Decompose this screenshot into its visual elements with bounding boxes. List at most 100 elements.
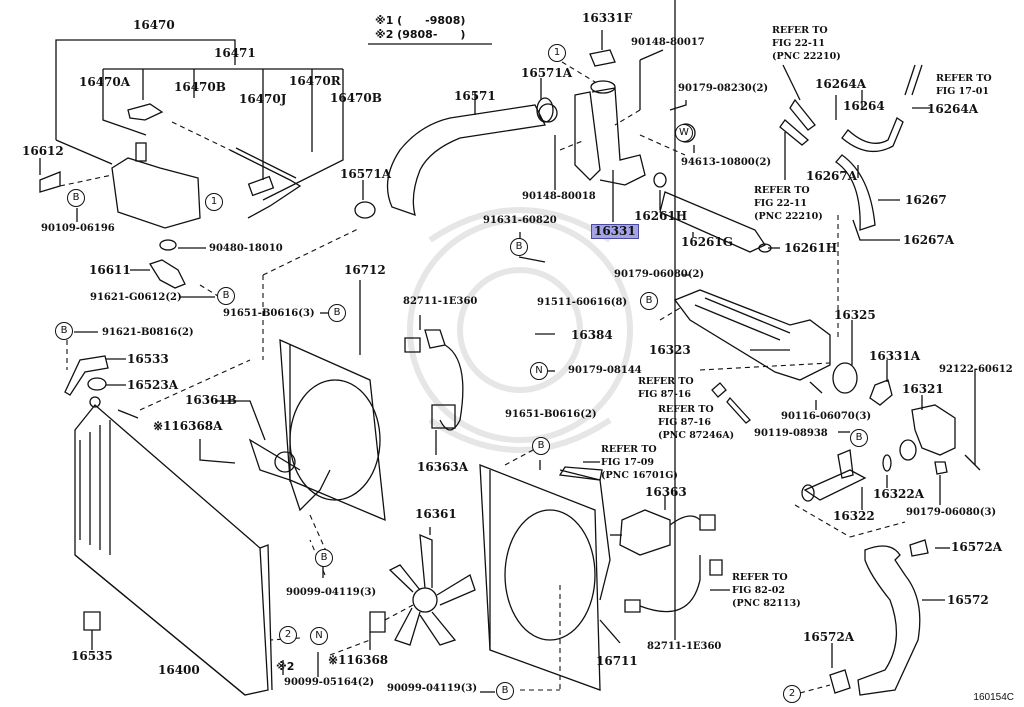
part-90179-06080-3[interactable]: 90179-06080(3) xyxy=(906,507,997,518)
part-91651-B0616-3[interactable]: 91651-B0616(3) xyxy=(223,308,315,319)
callout-n-1: N xyxy=(530,362,548,380)
watermark-emblem xyxy=(407,207,633,453)
part-16470B-1[interactable]: 16470B xyxy=(174,80,226,94)
part-90119-08938[interactable]: 90119-08938 xyxy=(754,428,828,439)
part-16331A[interactable]: 16331A xyxy=(869,349,921,363)
part-16712[interactable]: 16712 xyxy=(344,263,386,277)
part-16612[interactable]: 16612 xyxy=(22,144,64,158)
part-16471[interactable]: 16471 xyxy=(214,46,256,60)
part-16470B-2[interactable]: 16470B xyxy=(330,91,382,105)
figure-id: 160154C xyxy=(973,692,1014,703)
fan-shroud-right-drawing xyxy=(479,0,723,691)
callout-b-2: B xyxy=(217,287,235,305)
part-16535[interactable]: 16535 xyxy=(71,649,113,663)
part-16470J[interactable]: 16470J xyxy=(239,92,287,106)
part-90179-08144[interactable]: 90179-08144 xyxy=(568,365,642,376)
part-16322A[interactable]: 16322A xyxy=(873,487,925,501)
reference-fig-22-11-top: REFER TO FIG 22-11 (PNC 22210) xyxy=(772,25,841,62)
reference-fig-22-11-bottom: REFER TO FIG 22-11 (PNC 22210) xyxy=(754,185,823,222)
part-16325[interactable]: 16325 xyxy=(834,308,876,322)
part-16261G[interactable]: 16261G xyxy=(681,235,733,249)
part-16264[interactable]: 16264 xyxy=(843,99,885,113)
part-16267A-1[interactable]: 16267A xyxy=(806,169,858,183)
part-16571A-1[interactable]: 16571A xyxy=(521,66,573,80)
callout-2-lower-hose: 2 xyxy=(783,685,801,703)
part-16368A[interactable]: ※116368A xyxy=(153,419,223,433)
fan-blade-drawing xyxy=(369,533,476,646)
lower-hose-drawing xyxy=(799,539,929,696)
part-16611[interactable]: 16611 xyxy=(89,263,131,277)
part-92122-60612[interactable]: 92122-60612 xyxy=(939,364,1013,375)
callout-b-10: B xyxy=(850,429,868,447)
part-16331-highlighted[interactable]: 16331 xyxy=(591,224,639,239)
part-16523A[interactable]: 16523A xyxy=(127,378,179,392)
part-16331F[interactable]: 16331F xyxy=(582,11,633,25)
callout-1-reservoir: 1 xyxy=(205,193,223,211)
part-90109-06196[interactable]: 90109-06196 xyxy=(41,223,115,234)
reference-fig-87-16-a: REFER TO FIG 87-16 xyxy=(638,376,694,400)
part-16363[interactable]: 16363 xyxy=(645,485,687,499)
part-16571A-2[interactable]: 16571A xyxy=(340,167,392,181)
part-16572A-1[interactable]: 16572A xyxy=(951,540,1003,554)
part-16572A-2[interactable]: 16572A xyxy=(803,630,855,644)
part-82711-1E360-b[interactable]: 82711-1E360 xyxy=(647,641,722,652)
part-16267A-2[interactable]: 16267A xyxy=(903,233,955,247)
part-116368[interactable]: ※116368 xyxy=(328,653,389,667)
part-16571[interactable]: 16571 xyxy=(454,89,496,103)
part-91621-B0816[interactable]: 91621-B0816(2) xyxy=(102,327,194,338)
part-82711-1E360-a[interactable]: 82711-1E360 xyxy=(403,296,478,307)
part-16261H-1[interactable]: 16261H xyxy=(634,209,688,223)
callout-n-2: N xyxy=(310,627,328,645)
part-16322[interactable]: 16322 xyxy=(833,509,875,523)
part-16264A-1[interactable]: 16264A xyxy=(815,77,867,91)
part-91651-B0616-2[interactable]: 91651-B0616(2) xyxy=(505,409,597,420)
reference-fig-17-01: REFER TO FIG 17-01 xyxy=(936,73,992,97)
part-16264A-2[interactable]: 16264A xyxy=(927,102,979,116)
part-91621-G0612[interactable]: 91621-G0612(2) xyxy=(90,292,182,303)
part-91631-60820[interactable]: 91631-60820 xyxy=(483,215,557,226)
model-year-note-2: ※2 (9808- ) xyxy=(375,28,466,41)
part-91511-60616[interactable]: 91511-60616(8) xyxy=(537,297,628,308)
model-year-note-1: ※1 ( -9808) xyxy=(375,14,466,27)
callout-w: W xyxy=(675,124,693,142)
part-16572[interactable]: 16572 xyxy=(947,593,989,607)
part-90099-04119-b[interactable]: 90099-04119(3) xyxy=(387,683,478,694)
part-90116-06070[interactable]: 90116-06070(3) xyxy=(781,411,872,422)
part-16261H-2[interactable]: 16261H xyxy=(784,241,838,255)
bracket-drawing xyxy=(64,227,361,650)
part-16470[interactable]: 16470 xyxy=(133,18,175,32)
part-16470R[interactable]: 16470R xyxy=(289,74,341,88)
part-90148-80017[interactable]: 90148-80017 xyxy=(631,37,705,48)
callout-b-9: B xyxy=(496,682,514,700)
part-90179-06080-2[interactable]: 90179-06080(2) xyxy=(614,269,705,280)
callout-b-6: B xyxy=(640,292,658,310)
part-16361[interactable]: 16361 xyxy=(415,507,457,521)
part-16533[interactable]: 16533 xyxy=(127,352,169,366)
leader-lines xyxy=(39,30,950,693)
part-90148-80018[interactable]: 90148-80018 xyxy=(522,191,596,202)
part-16267[interactable]: 16267 xyxy=(905,193,947,207)
reservoir-leaders xyxy=(55,39,344,201)
part-16321[interactable]: 16321 xyxy=(902,382,944,396)
reference-fig-17-09: REFER TO FIG 17-09 (PNC 16701G) xyxy=(601,444,678,481)
part-90099-05164[interactable]: 90099-05164(2) xyxy=(284,677,375,688)
part-90480-18010[interactable]: 90480-18010 xyxy=(209,243,283,254)
part-16361B[interactable]: 16361B xyxy=(185,393,237,407)
part-90179-08230[interactable]: 90179-08230(2) xyxy=(678,83,769,94)
part-90099-04119-a[interactable]: 90099-04119(3) xyxy=(286,587,377,598)
water-inlet-drawing xyxy=(794,370,981,538)
radiator-drawing xyxy=(74,359,273,696)
part-16384[interactable]: 16384 xyxy=(571,328,613,342)
callout-b-1: B xyxy=(67,189,85,207)
part-16711[interactable]: 16711 xyxy=(596,654,638,668)
part-16400[interactable]: 16400 xyxy=(158,663,200,677)
upper-hose-drawing xyxy=(354,97,558,219)
part-94613-10800[interactable]: 94613-10800(2) xyxy=(681,157,772,168)
callout-b-8: B xyxy=(315,549,333,567)
fan-shroud-left-drawing xyxy=(248,280,464,561)
reference-fig-87-16-b: REFER TO FIG 87-16 (PNC 87246A) xyxy=(658,404,735,441)
part-16363A[interactable]: 16363A xyxy=(417,460,469,474)
part-16323[interactable]: 16323 xyxy=(649,343,691,357)
callout-2-radiator: 2 xyxy=(279,626,297,644)
part-16470A[interactable]: 16470A xyxy=(79,75,131,89)
